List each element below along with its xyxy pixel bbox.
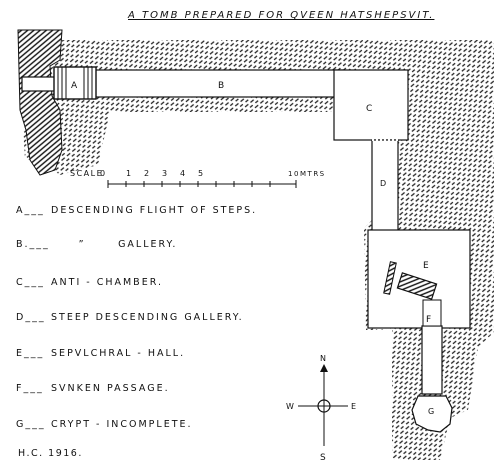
scale-tick-1: 1 (126, 169, 133, 178)
legend-item-d: D___ STEEP DESCENDING GALLERY. (16, 312, 244, 323)
cliff-face (17, 29, 63, 176)
author-signature: H.C. 1916. (18, 448, 83, 459)
legend-text: GALLERY. (118, 239, 178, 250)
legend-text: ANTI - CHAMBER. (51, 277, 163, 288)
legend-item-c: C___ ANTI - CHAMBER. (16, 277, 163, 288)
gallery-b (93, 69, 345, 98)
legend-ditto: ” (78, 239, 86, 250)
label-b: B (218, 81, 226, 91)
compass-e: E (351, 402, 358, 411)
legend-text: SEPVLCHRAL - HALL. (51, 348, 186, 359)
label-e: E (423, 261, 430, 271)
anti-chamber-c (333, 69, 409, 141)
scale-tick-3: 3 (162, 169, 169, 178)
stairs-a (53, 66, 97, 100)
scale-tick-2: 2 (144, 169, 151, 178)
label-c: C (366, 104, 374, 114)
legend-item-g: G___ CRYPT - INCOMPLETE. (16, 419, 193, 430)
stair-steps (57, 67, 93, 99)
scale-tick-5: 5 (198, 169, 205, 178)
entrance-passage (21, 76, 57, 92)
label-g: G (428, 407, 436, 416)
compass-s: S (320, 453, 327, 463)
sarcophagus-lid (383, 261, 397, 295)
legend-text: STEEP DESCENDING GALLERY. (51, 312, 244, 323)
legend-item-b: B.___ ” GALLERY. (16, 239, 177, 250)
legend-key: C___ (16, 277, 45, 288)
legend-key: E___ (16, 348, 45, 359)
label-d: D (380, 179, 388, 188)
legend-key: G___ (16, 419, 46, 430)
legend-key: D___ (16, 312, 46, 323)
north-arrow-icon (320, 364, 328, 372)
legend-item-a: A___ DESCENDING FLIGHT OF STEPS. (16, 205, 257, 216)
compass-rose: N S E W (286, 354, 358, 463)
crypt-g (411, 395, 453, 433)
scale-tick-4: 4 (180, 169, 187, 178)
label-a: A (71, 81, 79, 91)
sunken-passage-f (421, 325, 443, 395)
legend-key: B.___ (16, 239, 50, 250)
scale-tick-10: 10 (288, 170, 300, 178)
legend-key: F___ (16, 383, 44, 394)
scale-label: SCALE (70, 169, 103, 178)
scale-unit: MTRS (300, 170, 326, 178)
legend-text: SVNKEN PASSAGE. (51, 383, 170, 394)
compass-n: N (320, 354, 327, 363)
legend-text: DESCENDING FLIGHT OF STEPS. (51, 205, 258, 216)
legend-item-f: F___ SVNKEN PASSAGE. (16, 383, 170, 394)
scale-bar: SCALE 0 1 2 3 4 5 10 MTRS (70, 169, 326, 188)
label-f: F (426, 315, 433, 325)
sarcophagus (396, 272, 438, 300)
legend-key: A___ (16, 205, 45, 216)
legend-text: CRYPT - INCOMPLETE. (51, 419, 193, 430)
legend-item-e: E___ SEPVLCHRAL - HALL. (16, 348, 185, 359)
scale-tick-0: 0 (100, 169, 107, 178)
compass-w: W (286, 402, 295, 411)
plan-title: A TOMB PREPARED FOR QVEEN HATSHEPSVIT. (128, 10, 435, 21)
